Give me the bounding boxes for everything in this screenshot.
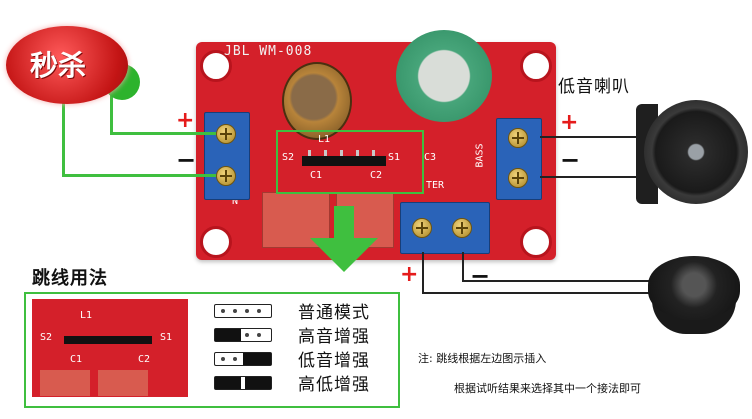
tweeter-minus-sign: − <box>470 262 491 290</box>
woofer-plus-sign: + <box>560 110 579 135</box>
inset-header-base <box>64 336 152 344</box>
input-plus-sign: + <box>176 108 195 133</box>
screw-icon <box>508 128 528 148</box>
tweeter-plus-sign: + <box>400 262 419 287</box>
label-ter: TER <box>426 180 445 191</box>
inset-film-capacitor <box>40 370 90 396</box>
inset-label-s2: S2 <box>40 332 53 343</box>
label-n: N <box>232 196 239 207</box>
jumper-section-title: 跳线用法 <box>32 268 108 289</box>
label-c1: C1 <box>310 170 323 181</box>
input-wire <box>110 132 216 135</box>
label-c3: C3 <box>424 152 437 163</box>
mode-label-bass: 低音增强 <box>298 351 370 371</box>
mode-label-normal: 普通模式 <box>298 303 370 323</box>
mount-hole <box>200 50 232 82</box>
mount-hole <box>520 226 552 258</box>
badge-text: 秒杀 <box>30 49 87 82</box>
screw-icon <box>216 166 236 186</box>
label-c2: C2 <box>370 170 383 181</box>
screw-icon <box>412 218 432 238</box>
mount-hole <box>520 50 552 82</box>
board-model-label: JBL WM-008 <box>224 44 313 59</box>
tweeter-wire <box>422 252 424 294</box>
inductor-coil <box>282 62 352 140</box>
woofer-wire <box>540 176 650 178</box>
mount-hole <box>200 226 232 258</box>
arrow-shaft <box>334 206 354 240</box>
tweeter-wire <box>462 252 464 282</box>
mode-label-treble: 高音增强 <box>298 327 370 347</box>
down-arrow-icon <box>310 238 378 272</box>
inset-label-c1: C1 <box>70 354 83 365</box>
input-minus-sign: − <box>176 146 197 174</box>
label-l1: L1 <box>318 134 331 145</box>
jumper-diagram-treble <box>214 328 272 342</box>
flash-sale-badge <box>6 26 128 104</box>
electrolytic-capacitor <box>396 30 492 122</box>
tweeter-speaker <box>648 256 740 320</box>
jumper-diagram-both <box>214 376 272 390</box>
inset-film-capacitor <box>98 370 148 396</box>
inset-label-c2: C2 <box>138 354 151 365</box>
jumper-diagram-bass <box>214 352 272 366</box>
header-base <box>302 156 386 166</box>
jumper-header-highlight <box>276 130 424 194</box>
woofer-wire <box>540 136 650 138</box>
tweeter-wire <box>462 280 654 282</box>
jumper-diagram-normal <box>214 304 272 318</box>
screw-icon <box>216 124 236 144</box>
input-wire <box>110 80 113 134</box>
woofer-label: 低音喇叭 <box>558 77 630 97</box>
screw-icon <box>508 168 528 188</box>
woofer-speaker <box>644 100 748 204</box>
note-line-1: 注: 跳线根据左边图示插入 <box>418 352 547 365</box>
inset-label-l1: L1 <box>80 310 93 321</box>
note-line-2: 根据试听结果来选择其中一个接法即可 <box>454 382 641 395</box>
label-s2: S2 <box>282 152 295 163</box>
tweeter-wire <box>422 292 654 294</box>
woofer-minus-sign: − <box>560 146 581 174</box>
screw-icon <box>452 218 472 238</box>
input-wire <box>62 174 216 177</box>
label-bass: BASS <box>474 143 486 168</box>
input-wire <box>62 80 65 176</box>
mode-label-both: 高低增强 <box>298 375 370 395</box>
inset-label-s1: S1 <box>160 332 173 343</box>
label-s1: S1 <box>388 152 401 163</box>
